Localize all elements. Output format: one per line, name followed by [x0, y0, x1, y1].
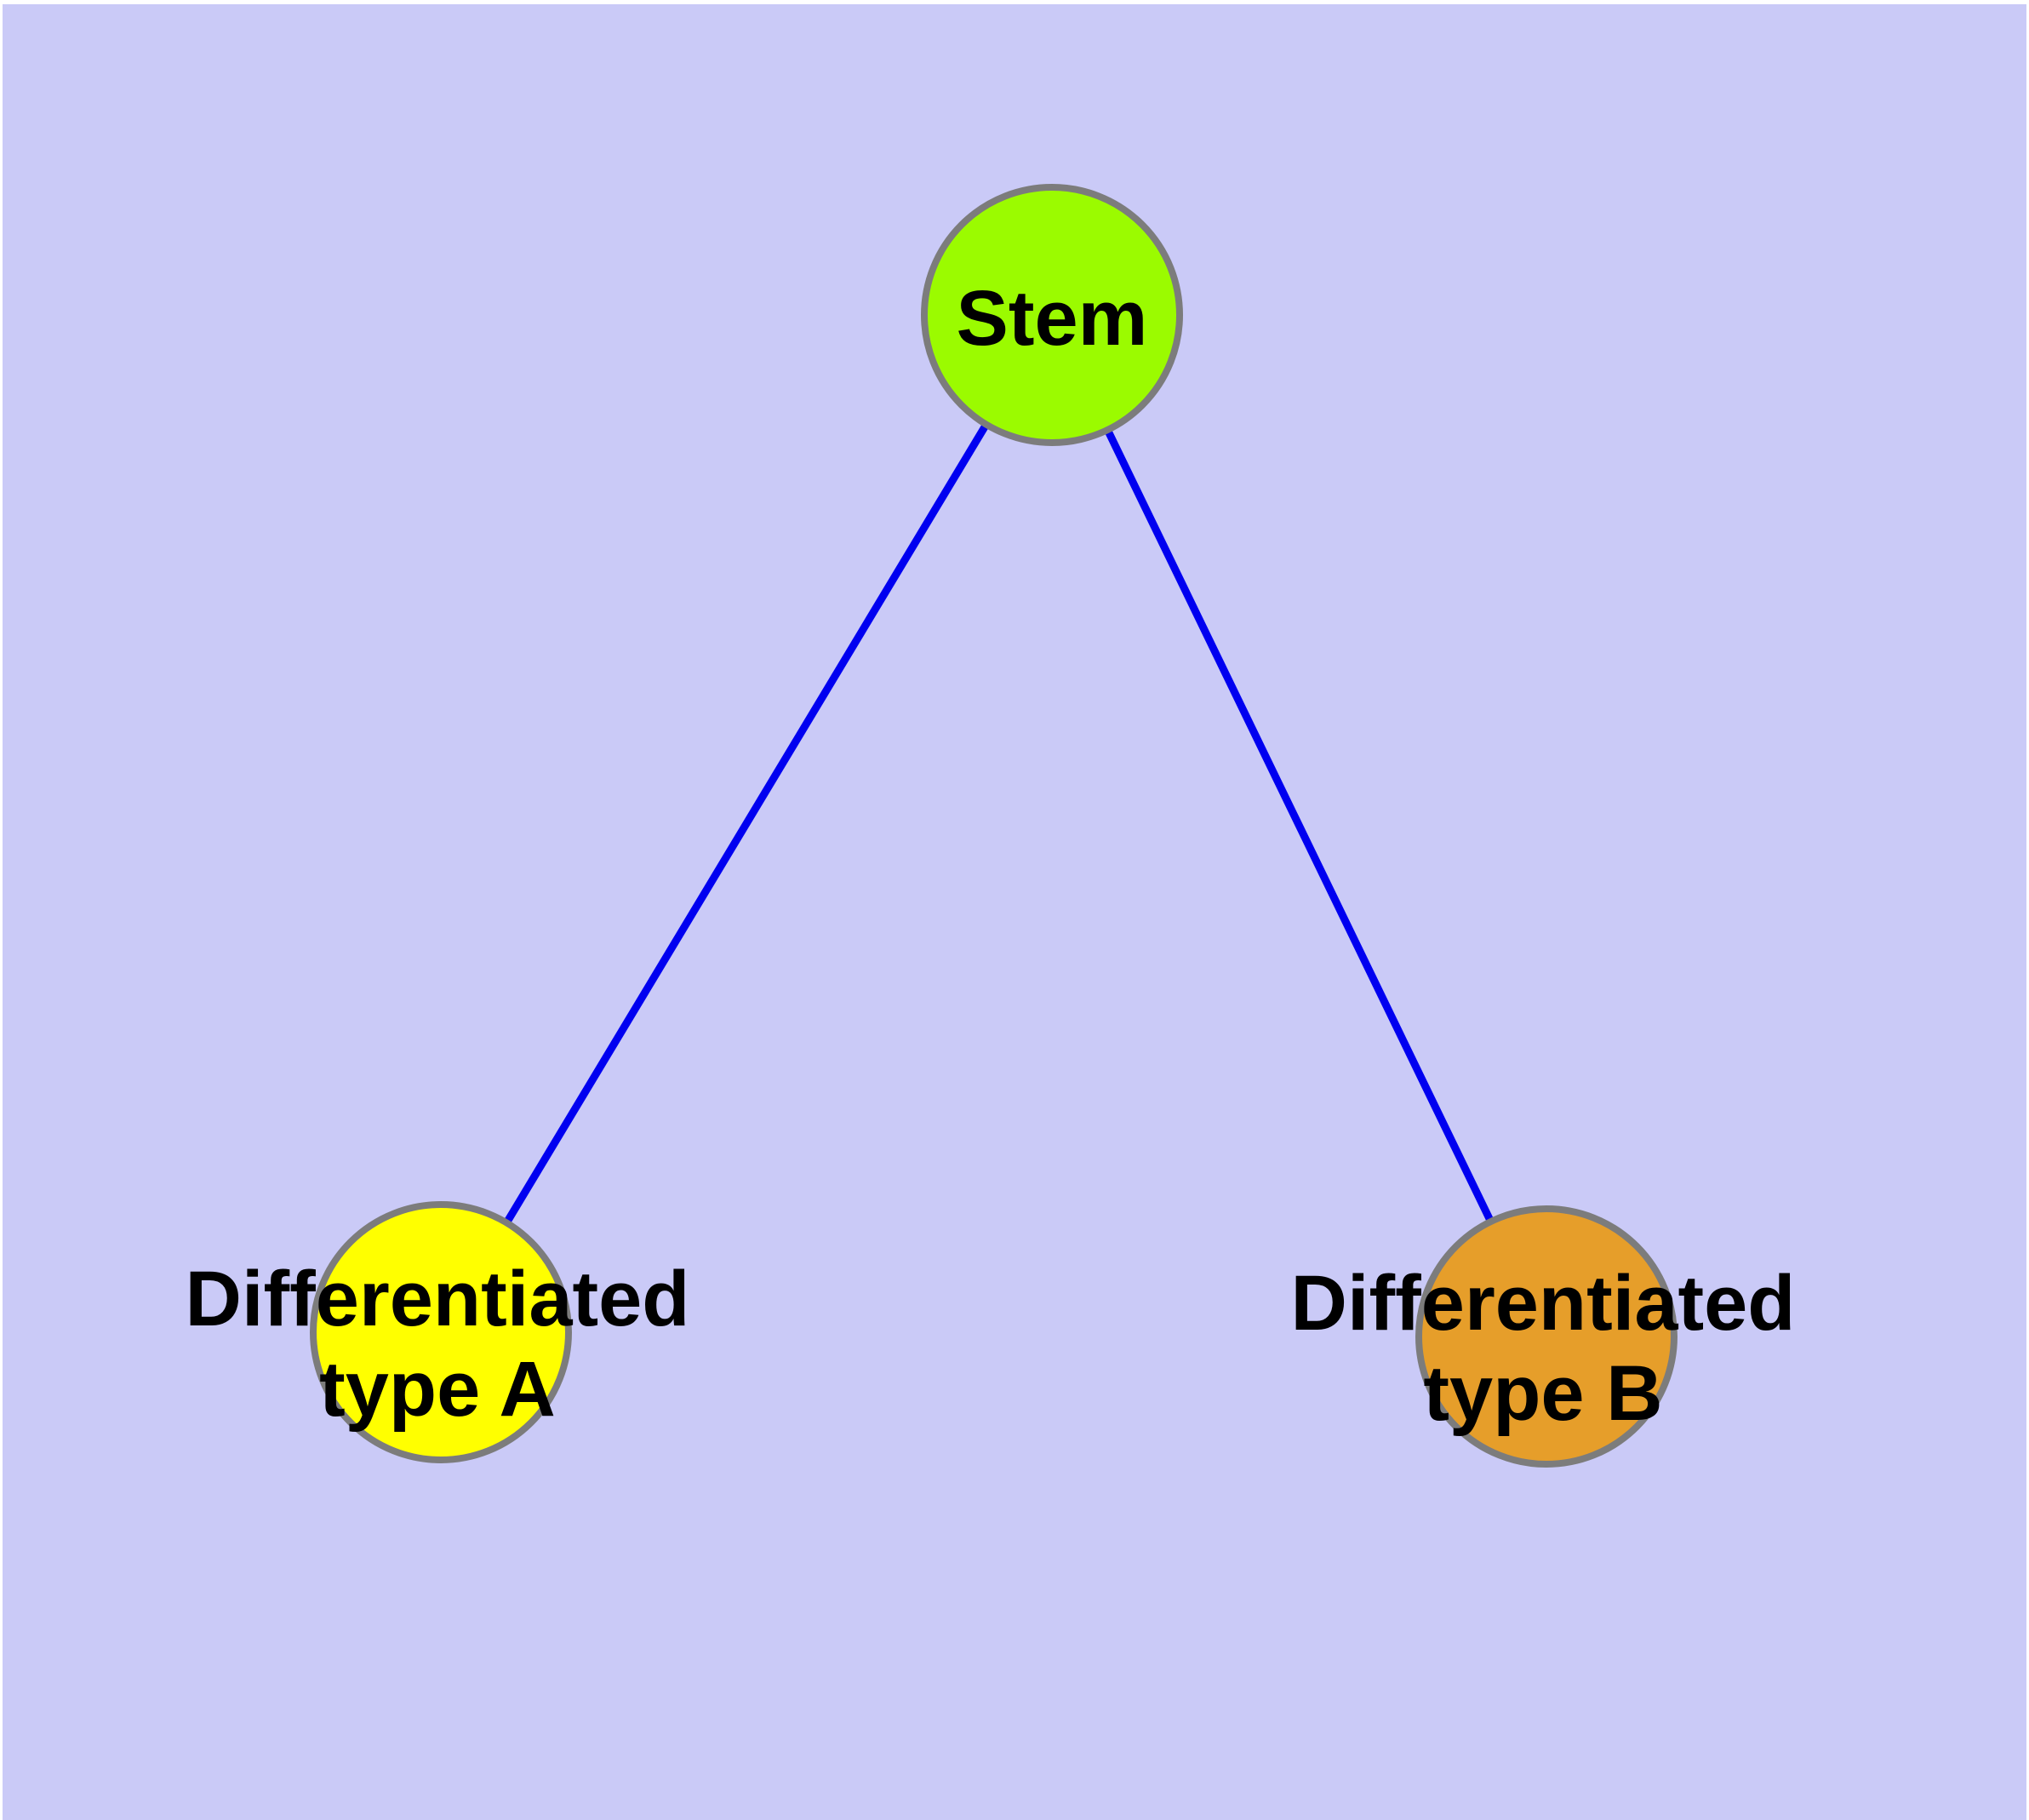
- node-stem-label: Stem: [956, 275, 1148, 363]
- node-type-a-label: Differentiated type A: [186, 1255, 690, 1435]
- node-type-b-label: Differentiated type B: [1291, 1259, 1796, 1439]
- node-type-b-circle: [1415, 1205, 1677, 1468]
- node-stem-circle: [921, 184, 1183, 446]
- label-line: Differentiated: [185, 1256, 690, 1343]
- label-line: type A: [319, 1346, 556, 1433]
- edge-stem-to-type-b: [1048, 313, 1551, 1338]
- node-type-a-circle: [310, 1201, 572, 1463]
- label-line: Differentiated: [1290, 1260, 1796, 1348]
- edge-stem-to-type-a: [437, 312, 1055, 1335]
- label-line: type B: [1423, 1350, 1663, 1437]
